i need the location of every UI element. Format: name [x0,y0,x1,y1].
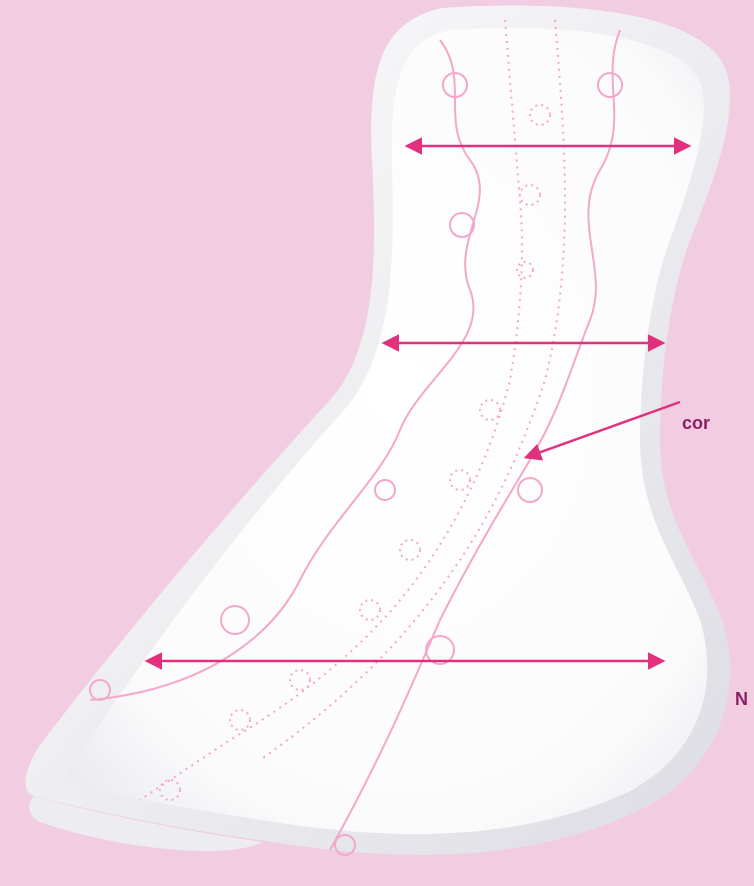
comfort-callout-label: cor [682,413,710,434]
size-callout-label: N [735,689,748,710]
